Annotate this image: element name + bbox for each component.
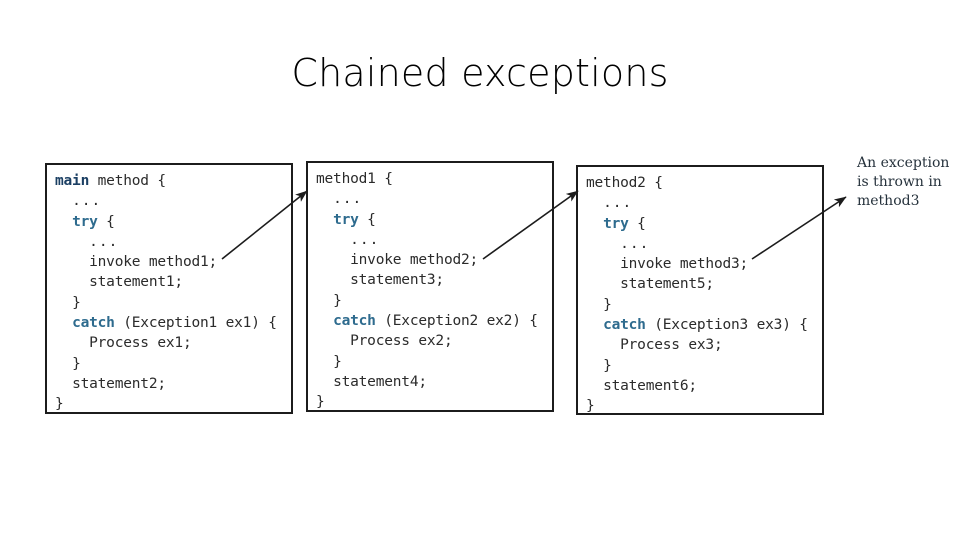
- code-line: Process ex1;: [55, 333, 291, 353]
- code-line: invoke method2;: [316, 250, 552, 270]
- code-ellipsis: ...: [333, 191, 363, 208]
- code-text: {: [97, 213, 115, 230]
- code-text: }: [333, 292, 342, 309]
- code-line: invoke method3;: [586, 254, 822, 274]
- code-keyword-try: try: [603, 215, 629, 232]
- code-line: }: [316, 392, 552, 411]
- code-text: method1 {: [316, 171, 393, 187]
- code-line: }: [55, 394, 291, 413]
- code-line: invoke method1;: [55, 252, 291, 272]
- code-line: ...: [316, 230, 552, 250]
- code-text: method2 {: [586, 175, 663, 191]
- code-line: ...: [586, 234, 822, 254]
- annotation-line: is thrown in: [857, 174, 942, 190]
- code-ellipsis: ...: [89, 233, 119, 250]
- code-line: statement5;: [586, 274, 822, 294]
- code-text: Process ex3;: [620, 337, 723, 354]
- code-text: invoke method2;: [350, 252, 479, 269]
- code-text: statement2;: [72, 375, 166, 392]
- code-line: }: [55, 354, 291, 374]
- code-text: }: [603, 357, 612, 374]
- code-line: ...: [55, 232, 291, 252]
- code-line: ...: [586, 193, 822, 213]
- code-line: statement3;: [316, 270, 552, 290]
- code-line: statement2;: [55, 374, 291, 394]
- code-text: (Exception2 ex2) {: [375, 313, 538, 330]
- code-text: Process ex2;: [350, 333, 453, 350]
- code-line: Process ex3;: [586, 335, 822, 355]
- code-line: try {: [55, 212, 291, 232]
- code-line: }: [586, 295, 822, 315]
- code-text: Process ex1;: [89, 335, 192, 352]
- code-ellipsis: ...: [350, 231, 380, 248]
- code-line: statement4;: [316, 372, 552, 392]
- code-line: }: [586, 396, 822, 415]
- code-text: (Exception1 ex1) {: [114, 315, 277, 332]
- code-box-method2: method2 { ... try { ... invoke method3; …: [576, 165, 824, 415]
- code-keyword-catch: catch: [333, 313, 376, 330]
- code-text: }: [72, 355, 81, 372]
- code-ellipsis: ...: [603, 195, 633, 212]
- code-line: ...: [55, 191, 291, 211]
- code-text: statement3;: [350, 272, 444, 289]
- code-text: }: [55, 396, 64, 413]
- code-text: }: [316, 394, 325, 411]
- code-line: catch (Exception3 ex3) {: [586, 315, 822, 335]
- code-text: }: [333, 353, 342, 370]
- code-text: statement4;: [333, 373, 427, 390]
- code-line: }: [586, 356, 822, 376]
- code-line: }: [316, 352, 552, 372]
- code-line: main method {: [55, 171, 291, 191]
- code-line: method1 {: [316, 169, 552, 189]
- code-text: statement6;: [603, 377, 697, 394]
- code-line: }: [55, 293, 291, 313]
- annotation-line: method3: [857, 193, 920, 209]
- code-text: }: [603, 296, 612, 313]
- code-line: statement1;: [55, 272, 291, 292]
- code-line: try {: [316, 210, 552, 230]
- code-text: statement5;: [620, 276, 714, 293]
- code-box-main-method: main method { ... try { ... invoke metho…: [45, 163, 293, 414]
- code-text: {: [628, 215, 646, 232]
- code-text: (Exception3 ex3) {: [645, 317, 808, 334]
- code-line: }: [316, 291, 552, 311]
- code-text: }: [586, 398, 595, 415]
- code-keyword-try: try: [72, 213, 98, 230]
- code-box-method1: method1 { ... try { ... invoke method2; …: [306, 161, 554, 412]
- code-text: statement1;: [89, 274, 183, 291]
- annotation-line: An exception: [857, 155, 950, 171]
- code-text: {: [358, 211, 376, 228]
- code-keyword-catch: catch: [603, 317, 646, 334]
- code-ellipsis: ...: [72, 193, 102, 210]
- code-text: }: [72, 294, 81, 311]
- code-line: Process ex2;: [316, 331, 552, 351]
- code-keyword-try: try: [333, 211, 359, 228]
- code-keyword-catch: catch: [72, 315, 115, 332]
- code-text: invoke method1;: [89, 254, 218, 271]
- code-ellipsis: ...: [620, 235, 650, 252]
- code-text: invoke method3;: [620, 256, 749, 273]
- code-line: statement6;: [586, 376, 822, 396]
- code-line: try {: [586, 214, 822, 234]
- code-text: method {: [89, 173, 166, 189]
- code-line: catch (Exception2 ex2) {: [316, 311, 552, 331]
- code-keyword-main: main: [55, 173, 90, 189]
- code-line: catch (Exception1 ex1) {: [55, 313, 291, 333]
- page-title: Chained exceptions: [291, 51, 669, 95]
- code-line: ...: [316, 189, 552, 209]
- exception-thrown-note: An exception is thrown in method3: [857, 154, 957, 211]
- code-line: method2 {: [586, 173, 822, 193]
